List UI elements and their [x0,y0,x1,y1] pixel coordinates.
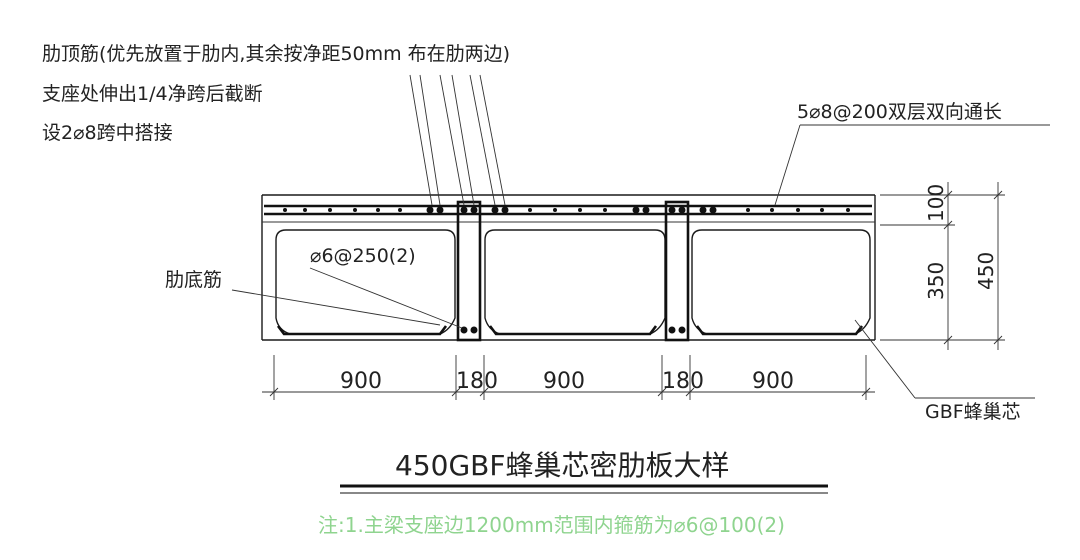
honeycomb-core-middle [484,229,666,335]
leader-lines [231,74,1050,399]
dim-span-3: 900 [752,369,794,394]
rib-2 [664,200,690,342]
top-bar-dots [283,206,850,214]
rib-top-bar-label-line1: 肋顶筋(优先放置于肋内,其余按净距50mm 布在肋两边) [42,43,510,65]
drawing-title: 450GBF蜂巢芯密肋板大样 [395,449,729,482]
dim-rib-1: 180 [456,369,498,394]
dim-vertical-mid: 350 [924,262,948,300]
rib-top-bar-label-line3: 设2⌀8跨中搭接 [42,122,173,144]
horizontal-dimension [262,355,875,400]
rib-1 [456,200,482,342]
dim-span-1: 900 [340,369,382,394]
note-text: 注:1.主梁支座边1200mm范围内箍筋为⌀6@100(2) [318,513,785,537]
dim-vertical-top: 100 [924,184,948,222]
top-reinforcement [264,204,872,216]
slab-top-bar-label: 5⌀8@200双层双向通长 [797,101,1002,123]
vertical-dimension [880,182,1005,350]
dim-vertical-total: 450 [974,252,998,290]
slab-outline [261,194,876,341]
honeycomb-core-right [691,229,871,335]
stirrup-label: ⌀6@250(2) [310,245,416,267]
honeycomb-core-left [275,229,456,335]
rib-bottom-bar-label: 肋底筋 [165,269,222,291]
dim-rib-2: 180 [662,369,704,394]
bottom-rebar-hooks [276,325,864,336]
dim-span-2: 900 [543,369,585,394]
title-underline [340,484,828,494]
rib-top-bar-label-line2: 支座处伸出1/4净跨后截断 [42,83,263,105]
core-label: GBF蜂巢芯 [925,401,1021,423]
